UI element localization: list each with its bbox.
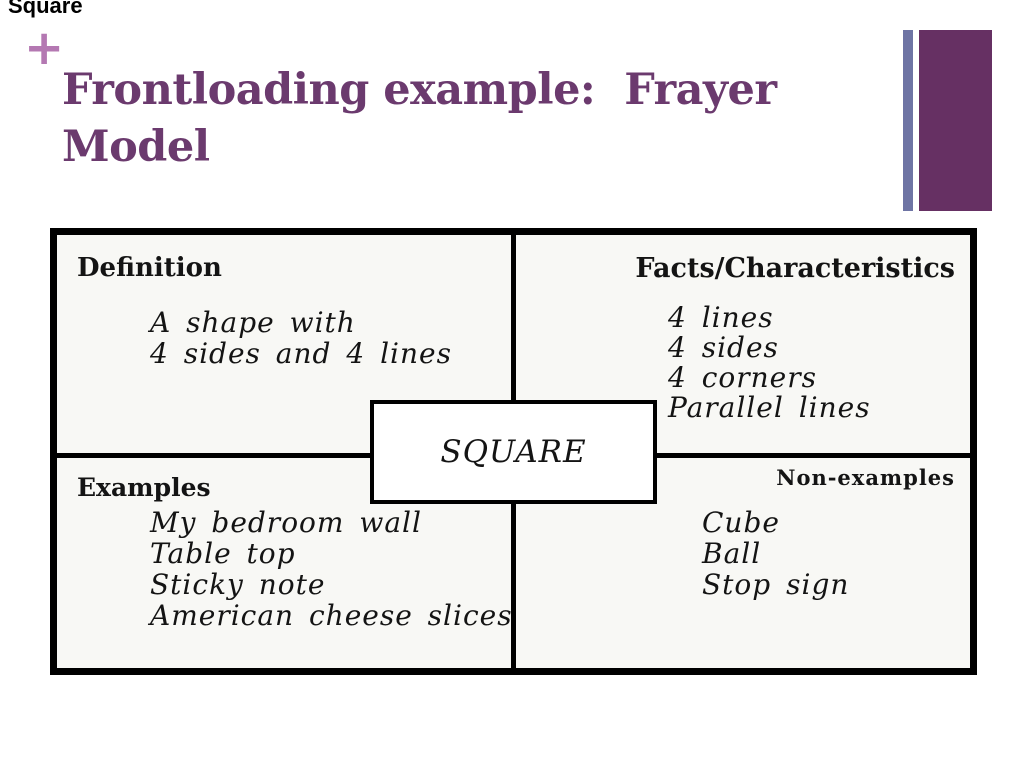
- list-item: 4 sides: [668, 331, 779, 364]
- slide-title: Frontloading example: Frayer Model: [62, 62, 862, 176]
- accent-bar-thin: [903, 30, 913, 211]
- center-term: SQUARE: [440, 434, 587, 470]
- list-item: Ball: [702, 537, 762, 570]
- definition-heading: Definition: [77, 253, 222, 283]
- accent-rect-purple: [919, 30, 992, 211]
- facts-characteristics-heading: Facts/Characteristics: [635, 253, 955, 284]
- facts-characteristics-text: 4 lines 4 sides 4 corners Parallel lines: [668, 303, 871, 423]
- examples-heading: Examples: [77, 473, 211, 502]
- list-item: 4 lines: [668, 301, 774, 334]
- slide-title-line-1: Frontloading example: Frayer: [62, 65, 777, 115]
- list-item: American cheese slices: [150, 599, 513, 632]
- definition-text: A shape with 4 sides and 4 lines: [150, 307, 452, 369]
- frayer-diagram: Definition A shape with 4 sides and 4 li…: [50, 228, 977, 675]
- list-item: Cube: [702, 506, 780, 539]
- plus-icon: +: [24, 20, 65, 76]
- corner-label: Square: [8, 0, 83, 18]
- list-item: Sticky note: [150, 568, 326, 601]
- list-item: 4 corners: [668, 361, 817, 394]
- center-term-box: SQUARE: [370, 400, 657, 504]
- list-item: 4 sides and 4 lines: [150, 337, 452, 370]
- list-item: Stop sign: [702, 568, 850, 601]
- list-item: Table top: [150, 537, 296, 570]
- list-item: Parallel lines: [668, 391, 871, 424]
- non-examples-text: Cube Ball Stop sign: [702, 507, 849, 600]
- slide-title-line-2: Model: [62, 122, 210, 172]
- list-item: My bedroom wall: [150, 506, 422, 539]
- list-item: A shape with: [150, 306, 356, 339]
- examples-text: My bedroom wall Table top Sticky note Am…: [150, 507, 513, 631]
- non-examples-heading: Non-examples: [776, 465, 955, 490]
